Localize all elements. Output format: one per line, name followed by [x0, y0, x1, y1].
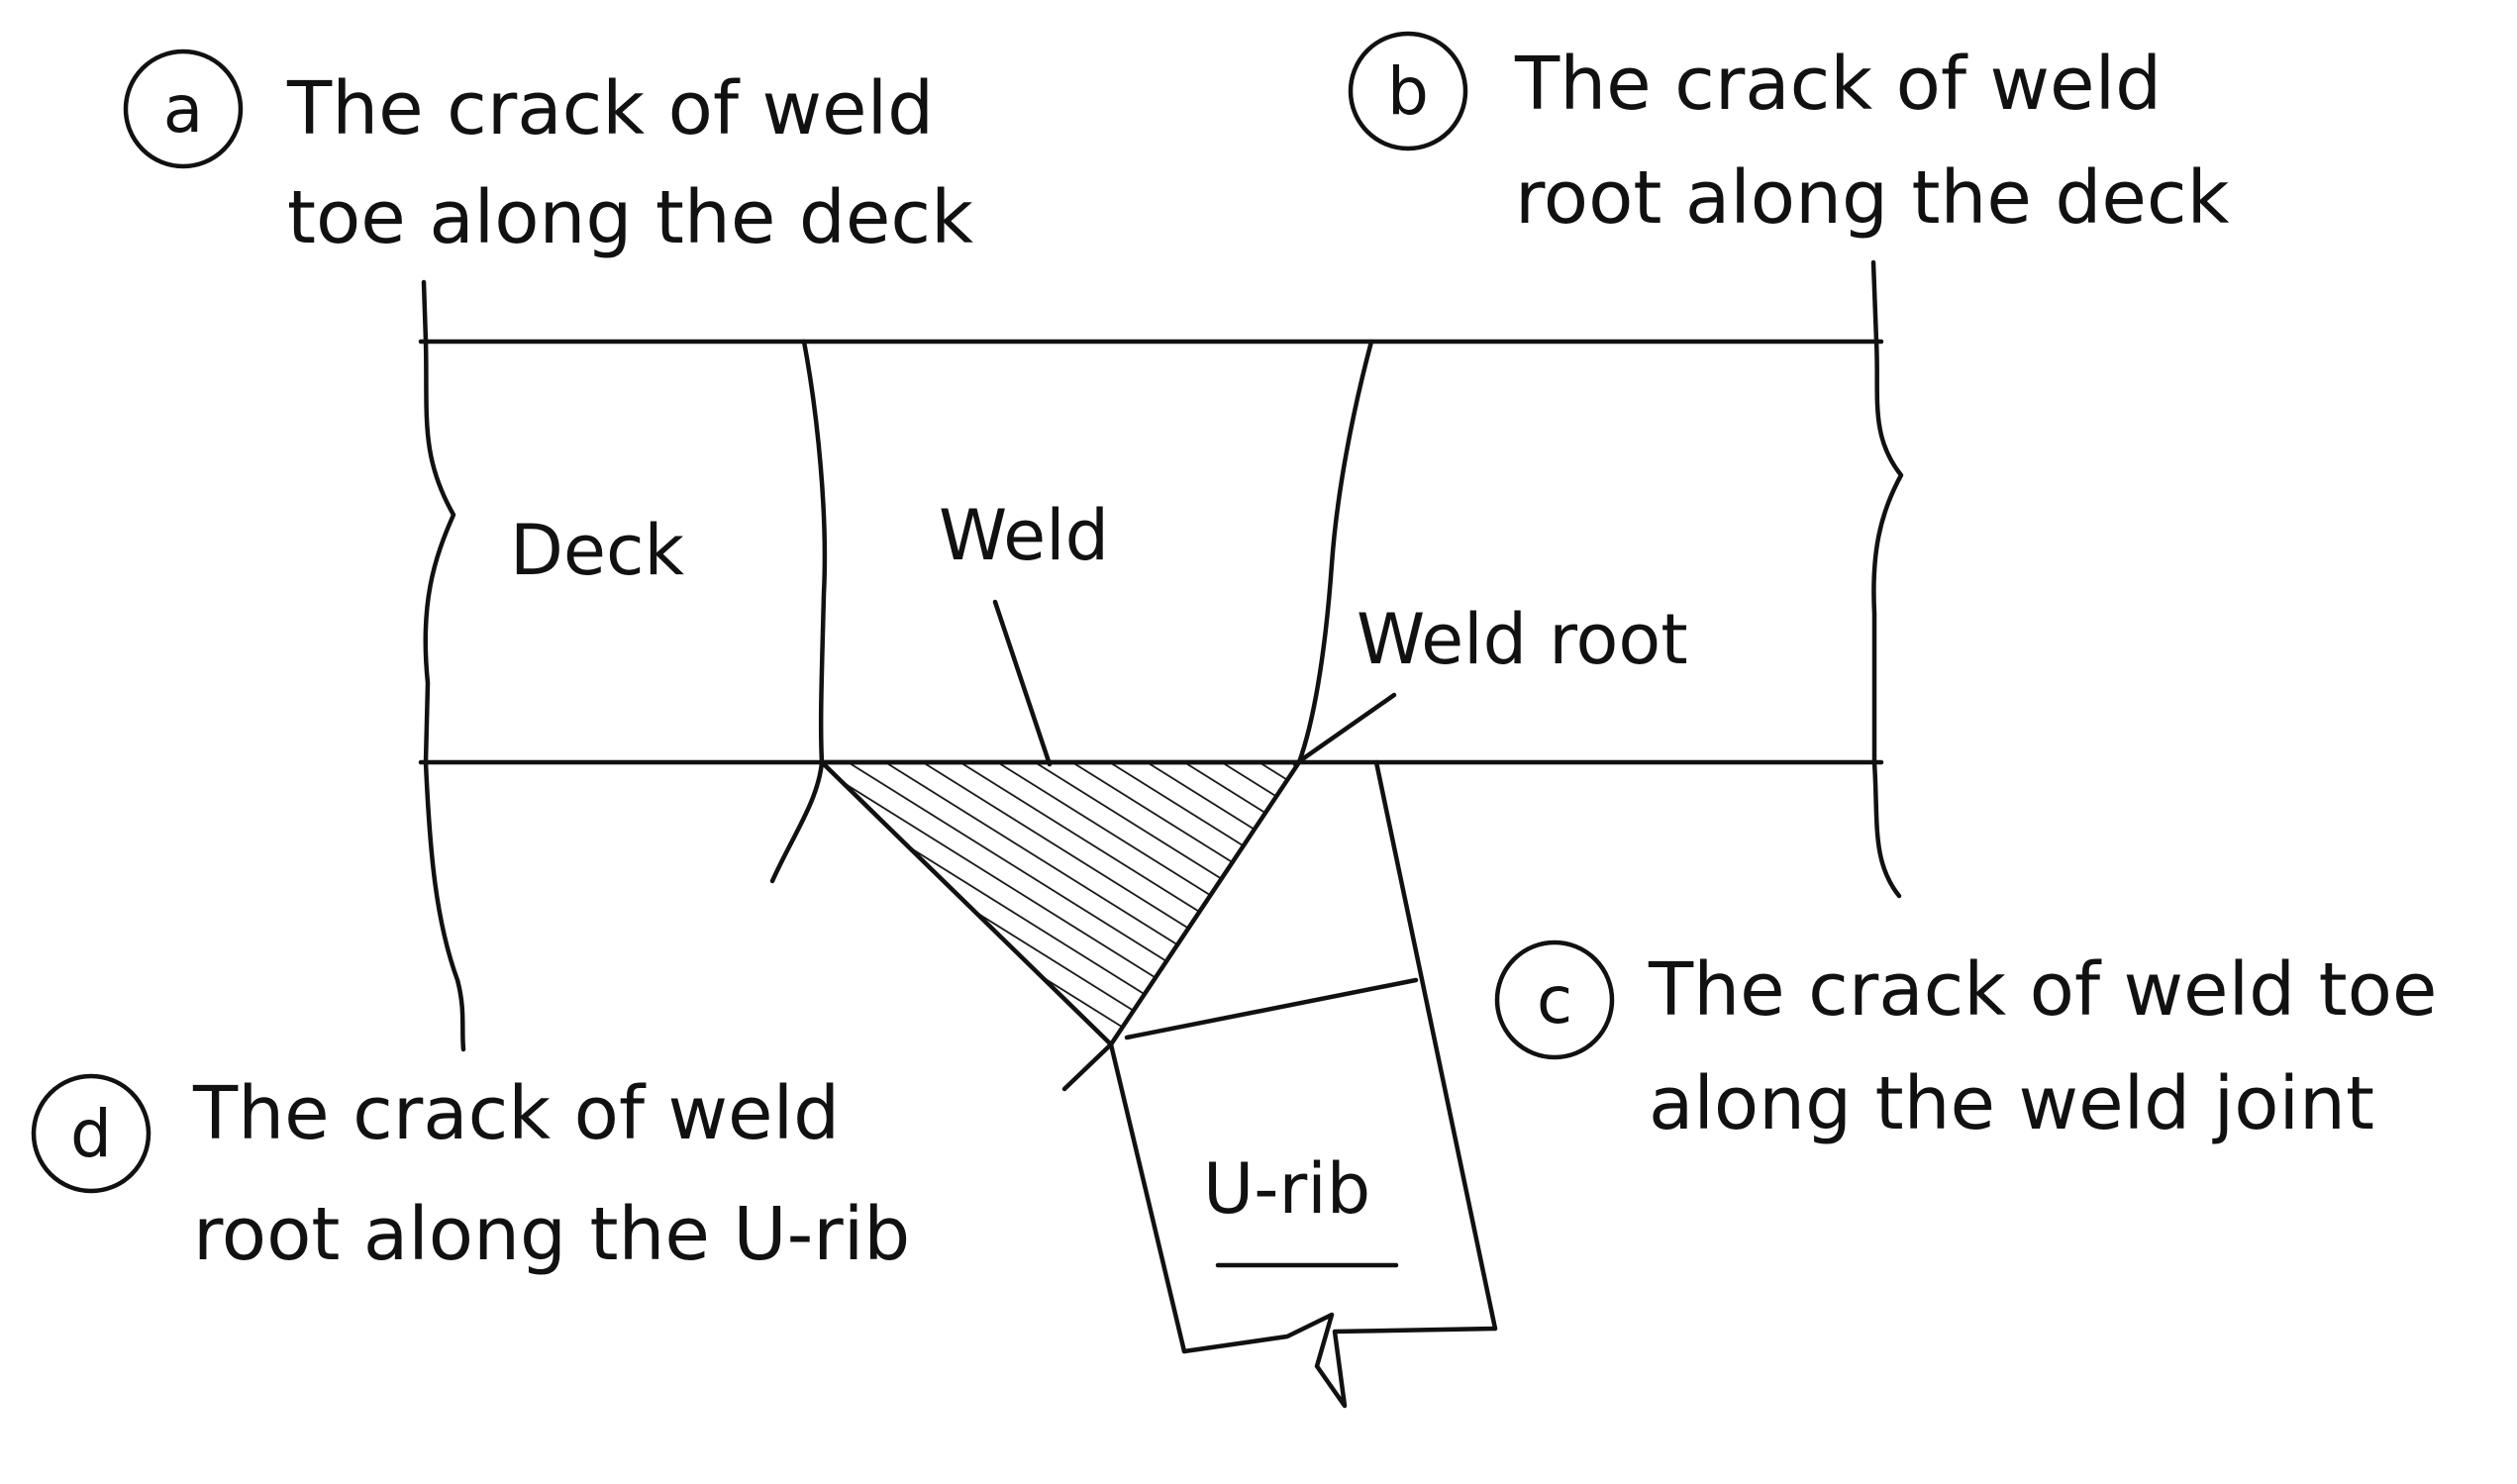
weld-root-leader-line	[1292, 692, 1397, 767]
annotation-d-line-2: root along the U-rib	[193, 1192, 910, 1277]
annotation-c: c The crack of weld toe along the weld j…	[1494, 940, 2437, 1146]
left-fusion-line	[769, 339, 828, 884]
deck-right-break-line	[1870, 259, 1904, 899]
part-labels: Deck Weld Weld root U-rib	[510, 495, 1688, 1230]
annotation-b-line-1: The crack of weld	[1514, 42, 2162, 127]
annotation-c-letter: c	[1537, 962, 1572, 1039]
annotation-c-line-1: The crack of weld toe	[1648, 947, 2437, 1033]
u-rib-outer-edge	[1373, 759, 1498, 1332]
weld-leader-line	[992, 599, 1053, 767]
annotation-a-circle	[123, 49, 244, 169]
annotation-d-letter: d	[70, 1096, 112, 1172]
annotation-a: a The crack of weld toe along the deck	[123, 49, 973, 260]
annotation-b-line-2: root along the deck	[1515, 155, 2230, 241]
annotation-a-line-2: toe along the deck	[287, 175, 973, 260]
weld-fusion-lines	[769, 339, 1374, 884]
weld-root-label: Weld root	[1357, 599, 1688, 680]
u-rib-label: U-rib	[1203, 1148, 1370, 1230]
u-rib-inner-edge	[1108, 1041, 1187, 1354]
deck-plate	[418, 259, 1904, 1052]
u-rib-break-line	[1181, 1312, 1498, 1409]
u-rib-plate	[1108, 759, 1498, 1409]
leader-lines	[992, 599, 1397, 1092]
right-fusion-line	[1296, 339, 1374, 765]
annotation-b-circle	[1348, 31, 1468, 151]
annotation-c-circle	[1494, 940, 1615, 1060]
annotation-d-circle	[31, 1073, 151, 1194]
u-rib-crack-line	[1124, 977, 1419, 1040]
annotation-c-line-2: along the weld joint	[1649, 1061, 2374, 1146]
annotation-b: b The crack of weld root along the deck	[1348, 31, 2230, 241]
weld-bead-outline	[819, 759, 1302, 1047]
annotation-d: d The crack of weld root along the U-rib	[31, 1071, 910, 1277]
annotation-b-letter: b	[1387, 53, 1429, 130]
weld-label: Weld	[939, 495, 1109, 576]
crack-d-leader-line	[1061, 1041, 1114, 1092]
annotation-a-line-1: The crack of weld	[286, 66, 934, 151]
deck-label: Deck	[510, 510, 684, 591]
annotation-a-letter: a	[163, 71, 203, 148]
deck-left-break-line	[421, 279, 466, 1052]
annotation-d-line-1: The crack of weld	[192, 1071, 840, 1156]
